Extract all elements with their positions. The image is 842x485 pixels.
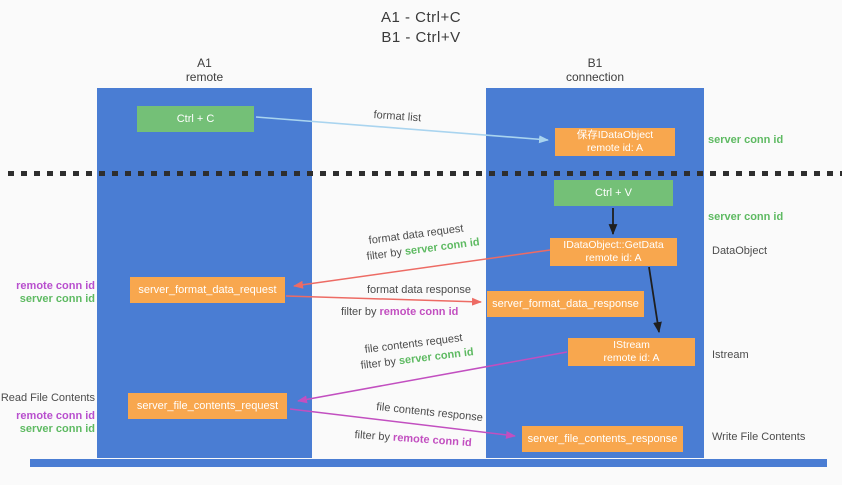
bottom-lane-edge <box>30 459 827 467</box>
filter-key-remote-conn-id: remote conn id <box>392 431 473 450</box>
arrow-format-data-response <box>285 295 482 306</box>
node-server-format-data-request: server_format_data_request <box>130 277 285 303</box>
lane-b1-subtitle: connection <box>565 70 625 84</box>
node-server-file-contents-request-label: server_file_contents_request <box>136 400 279 412</box>
node-getdata-line2: remote id: A <box>585 252 642 264</box>
filter-by-prefix: filter by <box>341 306 380 318</box>
title-line-2: B1 - Ctrl+V <box>381 29 461 46</box>
arrow-label-file-contents-response: file contents response <box>375 401 484 425</box>
node-save-idataobject-line2: remote id: A <box>586 142 644 154</box>
lane-header-b1: B1 connection <box>486 56 704 84</box>
right-label-server-conn-id-mid: server conn id <box>708 211 784 223</box>
node-server-file-contents-response-label: server_file_contents_response <box>527 433 678 445</box>
node-server-file-contents-request: server_file_contents_request <box>128 393 287 419</box>
phase-divider-dotted-line <box>8 171 842 176</box>
right-label-write-file-contents: Write File Contents <box>712 431 806 443</box>
node-server-format-data-response-label: server_format_data_response <box>492 298 639 310</box>
arrow-label-format-data-response-filter: filter by remote conn id <box>341 306 458 318</box>
right-label-server-conn-id-top: server conn id <box>708 134 784 146</box>
arrow-label-format-data-response: format data response <box>367 284 471 296</box>
lane-a1-name: A1 <box>197 56 212 70</box>
left-label-read-file-contents: Read File Contents <box>0 392 95 404</box>
node-server-file-contents-response: server_file_contents_response <box>522 426 683 452</box>
left-label-remote-conn-id-top: remote conn id <box>16 280 95 292</box>
left-label-remote-conn-id-bottom: remote conn id <box>16 410 95 422</box>
node-save-idataobject-line1: 保存IDataObject <box>576 129 654 141</box>
title-line-1: A1 - Ctrl+C <box>380 9 462 26</box>
arrow-label-format-list: format list <box>373 109 422 125</box>
filter-key-remote-conn-id: remote conn id <box>379 306 459 318</box>
node-server-format-data-response: server_format_data_response <box>487 291 644 317</box>
node-ctrl-c: Ctrl + C <box>137 106 254 132</box>
filter-by-prefix: filter by <box>366 245 406 263</box>
node-istream-line2: remote id: A <box>603 352 660 364</box>
node-server-format-data-request-label: server_format_data_request <box>138 284 277 296</box>
diagram-title: A1 - Ctrl+C B1 - Ctrl+V <box>0 8 842 48</box>
node-ctrl-c-label: Ctrl + C <box>176 113 215 125</box>
node-istream: IStream remote id: A <box>568 338 695 366</box>
right-label-dataobject: DataObject <box>712 245 768 257</box>
right-label-istream: Istream <box>712 349 749 361</box>
filter-by-prefix: filter by <box>354 429 394 444</box>
node-ctrl-v-label: Ctrl + V <box>595 187 632 199</box>
node-getdata-line1: IDataObject::GetData <box>563 239 664 251</box>
left-label-server-conn-id-bottom: server conn id <box>19 423 95 435</box>
lane-a1-subtitle: remote <box>185 70 224 84</box>
node-ctrl-v: Ctrl + V <box>554 180 673 206</box>
left-label-server-conn-id-top: server conn id <box>19 293 95 305</box>
node-istream-line1: IStream <box>613 339 650 351</box>
filter-by-prefix: filter by <box>360 355 400 372</box>
node-idataobject-getdata: IDataObject::GetData remote id: A <box>550 238 677 266</box>
arrow-label-file-contents-response-filter: filter by remote conn id <box>354 429 472 449</box>
lane-header-a1: A1 remote <box>97 56 312 84</box>
node-save-idataobject: 保存IDataObject remote id: A <box>555 128 675 156</box>
lane-b1-name: B1 <box>587 56 603 70</box>
